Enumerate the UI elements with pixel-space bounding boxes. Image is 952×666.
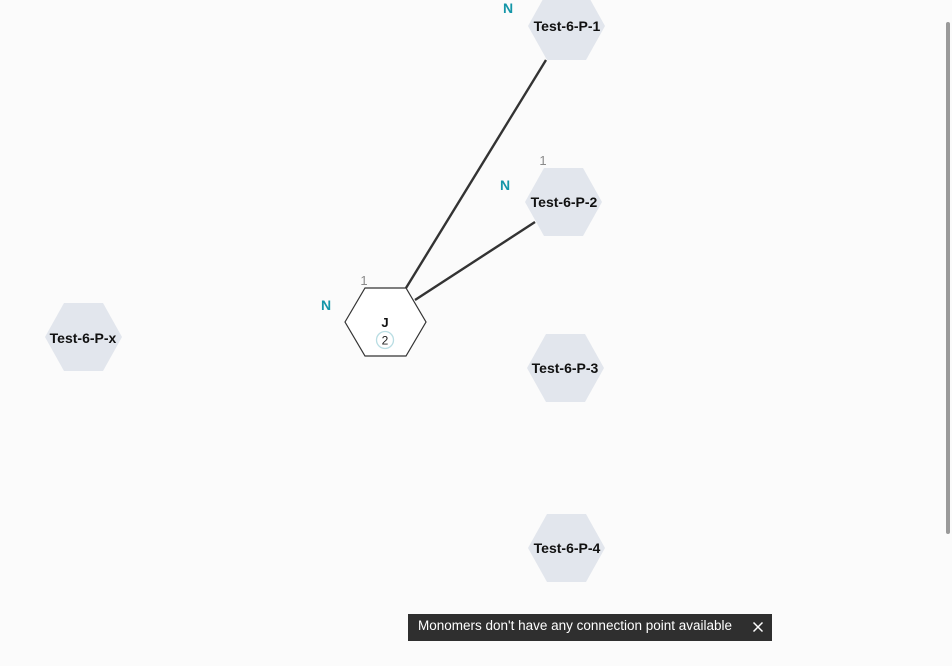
- monomer-label: J: [381, 315, 388, 330]
- terminal-label: N: [503, 0, 513, 16]
- count-label: 2: [382, 334, 389, 348]
- count-badge: [375, 330, 395, 350]
- monomer-label: Test-6-P-4: [534, 540, 601, 556]
- terminal-label: N: [500, 177, 510, 193]
- terminal-label: N: [321, 297, 331, 313]
- index-label: 1: [360, 273, 367, 288]
- monomer-j[interactable]: J 2 N 1: [321, 273, 427, 357]
- monomer-label: Test-6-P-x: [50, 330, 117, 346]
- notification-toast: Monomers don't have any connection point…: [408, 614, 772, 641]
- bond-j-p1[interactable]: [404, 59, 548, 289]
- vertical-scrollbar[interactable]: [946, 22, 950, 534]
- monomer-test-6-p-x[interactable]: Test-6-P-x: [45, 303, 122, 371]
- monomer-label: Test-6-P-2: [531, 194, 598, 210]
- index-label: 1: [539, 153, 546, 168]
- monomer-test-6-p-4[interactable]: Test-6-P-4: [528, 514, 605, 582]
- bond-j-p2[interactable]: [414, 220, 536, 302]
- monomer-label: Test-6-P-1: [534, 18, 601, 34]
- monomer-test-6-p-2[interactable]: Test-6-P-2 N 1: [500, 153, 602, 236]
- toast-message: Monomers don't have any connection point…: [418, 618, 733, 633]
- monomer-test-6-p-3[interactable]: Test-6-P-3: [527, 334, 604, 402]
- monomer-test-6-p-1[interactable]: Test-6-P-1 N: [503, 0, 605, 60]
- close-icon[interactable]: [751, 620, 765, 634]
- monomer-label: Test-6-P-3: [532, 360, 599, 376]
